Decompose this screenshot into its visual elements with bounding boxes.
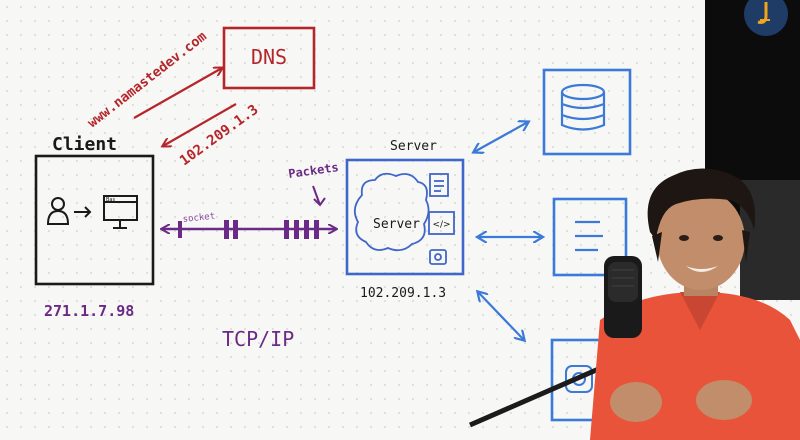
socket-label: socket	[182, 212, 215, 225]
dns-label: DNS	[251, 45, 287, 69]
code-icon: </>	[428, 211, 455, 235]
server-inner-label: Server	[373, 217, 420, 232]
document-lines-icon	[575, 220, 603, 252]
client-title: Client	[52, 134, 117, 155]
server-ip-label: 102.209.1.3	[360, 286, 446, 301]
database-box	[542, 68, 632, 156]
database-icon	[560, 83, 606, 131]
media-link-arrow	[478, 292, 524, 340]
client-ip-label: 271.1.7.98	[44, 302, 134, 320]
url-label: www.namastedev.com	[85, 28, 210, 131]
request-arrow	[133, 68, 222, 119]
monitor-icon	[103, 195, 138, 229]
packets-label: Packets	[287, 160, 339, 181]
logo-icon	[744, 0, 788, 36]
response-arrow	[163, 103, 237, 146]
protocol-label: TCP/IP	[222, 327, 294, 351]
user-icon	[46, 197, 70, 225]
camera-icon	[429, 249, 447, 265]
db-link-arrow	[474, 122, 528, 152]
client-box	[34, 154, 155, 286]
packet-marks	[178, 220, 319, 239]
dns-ip-label: 102.209.1.3	[177, 102, 261, 169]
arrow-right-icon	[74, 206, 92, 218]
document-icon	[429, 173, 449, 197]
browser-tab-label: Bas	[106, 197, 115, 203]
dns-box: DNS	[222, 26, 316, 90]
presenter	[469, 0, 800, 440]
server-box	[345, 158, 465, 276]
server-title: Server	[390, 139, 437, 154]
svg-text:</>: </>	[432, 220, 450, 230]
document-box	[552, 197, 628, 277]
socket-connection	[162, 220, 336, 239]
server-cloud	[353, 172, 430, 252]
packets-arrow	[312, 185, 326, 207]
